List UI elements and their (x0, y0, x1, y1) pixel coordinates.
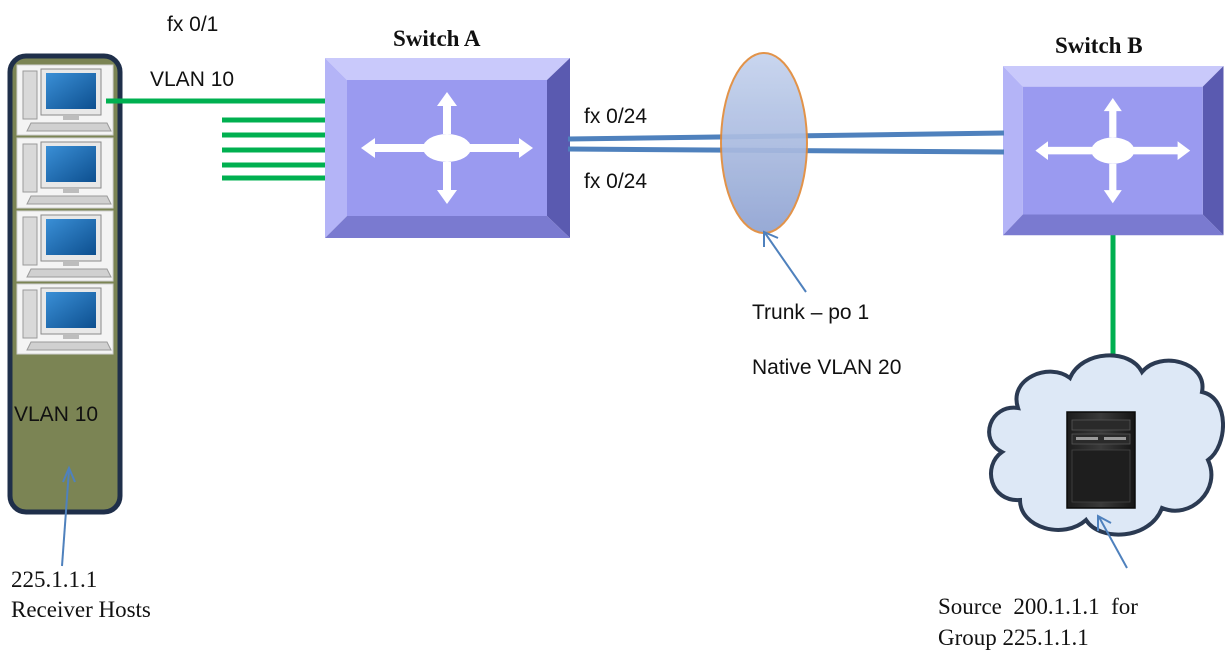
receiver-host-group: VLAN 10 (7, 53, 123, 515)
receiver-hosts-label: Receiver Hosts (11, 597, 151, 622)
native-vlan-label: Native VLAN 20 (752, 356, 901, 379)
receiver-pointer-arrow (61, 469, 70, 567)
switch-a-label: Switch A (393, 26, 481, 51)
source-tower-server-icon (1066, 411, 1136, 509)
receiver-ip-label: 225.1.1.1 (11, 567, 97, 592)
access-vlan-label: VLAN 10 (150, 68, 234, 91)
host-2-desktop-computer-icon (16, 137, 114, 209)
trunk-pointer-arrowhead (763, 230, 779, 247)
port-fx01-label: fx 0/1 (167, 13, 218, 36)
source-pointer-arrow (1098, 516, 1128, 569)
host-4-desktop-computer-icon (16, 283, 114, 355)
access-links (106, 98, 1116, 378)
host-3-desktop-computer-icon (16, 210, 114, 282)
switch-a-layer3-switch-icon (325, 58, 570, 238)
switch-b-layer3-switch-icon (1003, 66, 1224, 236)
trunk-label: Trunk – po 1 (752, 301, 869, 324)
host-group-vlan-label: VLAN 10 (14, 403, 98, 426)
port-fx024-bottom-label: fx 0/24 (584, 170, 647, 193)
host-1-desktop-computer-icon (16, 64, 114, 136)
trunk-pointer-arrow (764, 232, 807, 293)
port-channel-ellipse (720, 52, 808, 234)
pointer-arrows (61, 230, 1128, 569)
source-pointer-arrowhead (1097, 514, 1112, 531)
switch-b-label: Switch B (1055, 33, 1143, 58)
source-label-line2: Group 225.1.1.1 (938, 625, 1089, 650)
receiver-pointer-arrowhead (62, 465, 76, 483)
port-fx024-top-label: fx 0/24 (584, 105, 647, 128)
source-label-line1: Source 200.1.1.1 for (938, 594, 1138, 619)
